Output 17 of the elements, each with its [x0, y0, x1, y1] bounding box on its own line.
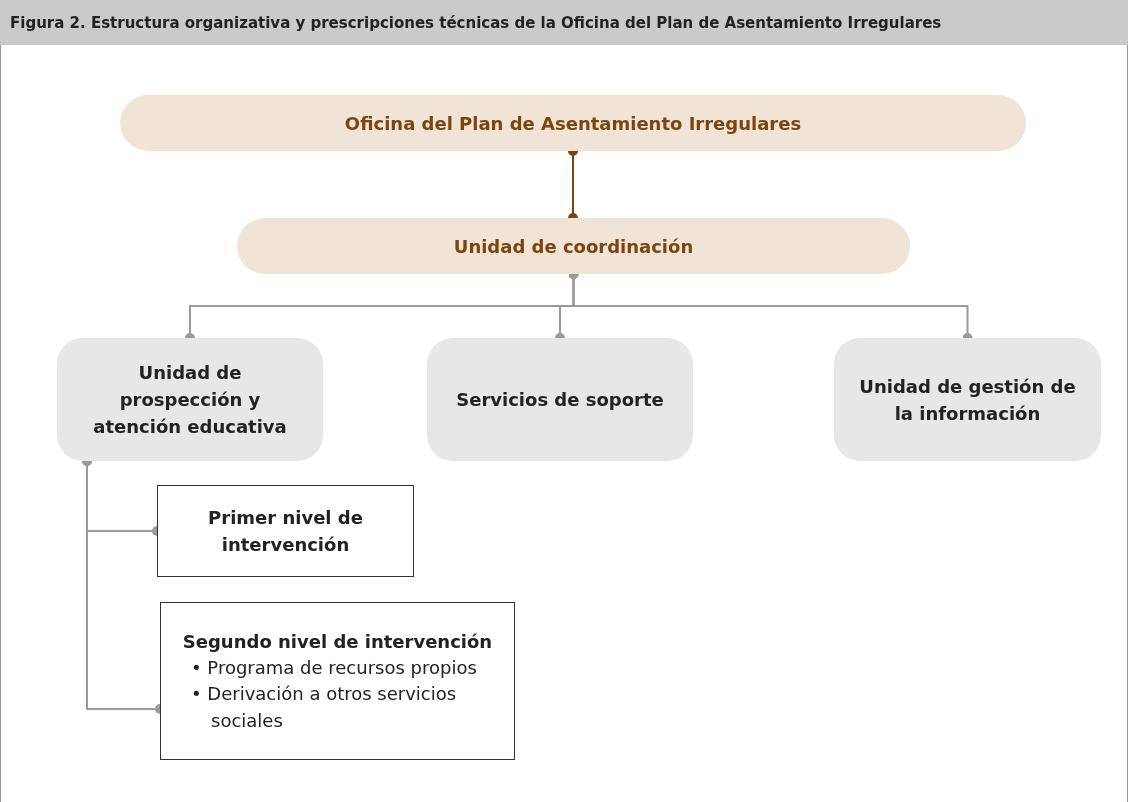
unit-box [834, 338, 1101, 461]
unit-label: Unidad de prospección y atención educativa [92, 361, 288, 439]
office-pill [237, 218, 910, 274]
unit-title: Unidad de coordinación [453, 234, 694, 259]
unit-title: Oficina del Plan de Asentamiento Irregulares [344, 111, 802, 136]
figure-title: Figura 2. Estructura organizativa y prescripciones técnicas de la Oficina del Plan de Asentamiento Irregulares [0, 0, 1128, 45]
office-pill [120, 95, 1026, 151]
unit-box [427, 338, 693, 461]
bullet-item: • Derivación a otros servicios sociales [191, 682, 458, 733]
box-heading: Segundo nivel de intervención [182, 630, 493, 655]
unit-label: Unidad de gestión de la información [858, 374, 1077, 426]
level-box [157, 485, 414, 577]
unit-box [57, 338, 323, 461]
level-box [160, 602, 515, 760]
unit-label: Servicios de soporte [456, 388, 664, 412]
unit-label: Primer nivel de intervención [207, 506, 364, 557]
bullet-item: • Programa de recursos propios [191, 656, 477, 681]
